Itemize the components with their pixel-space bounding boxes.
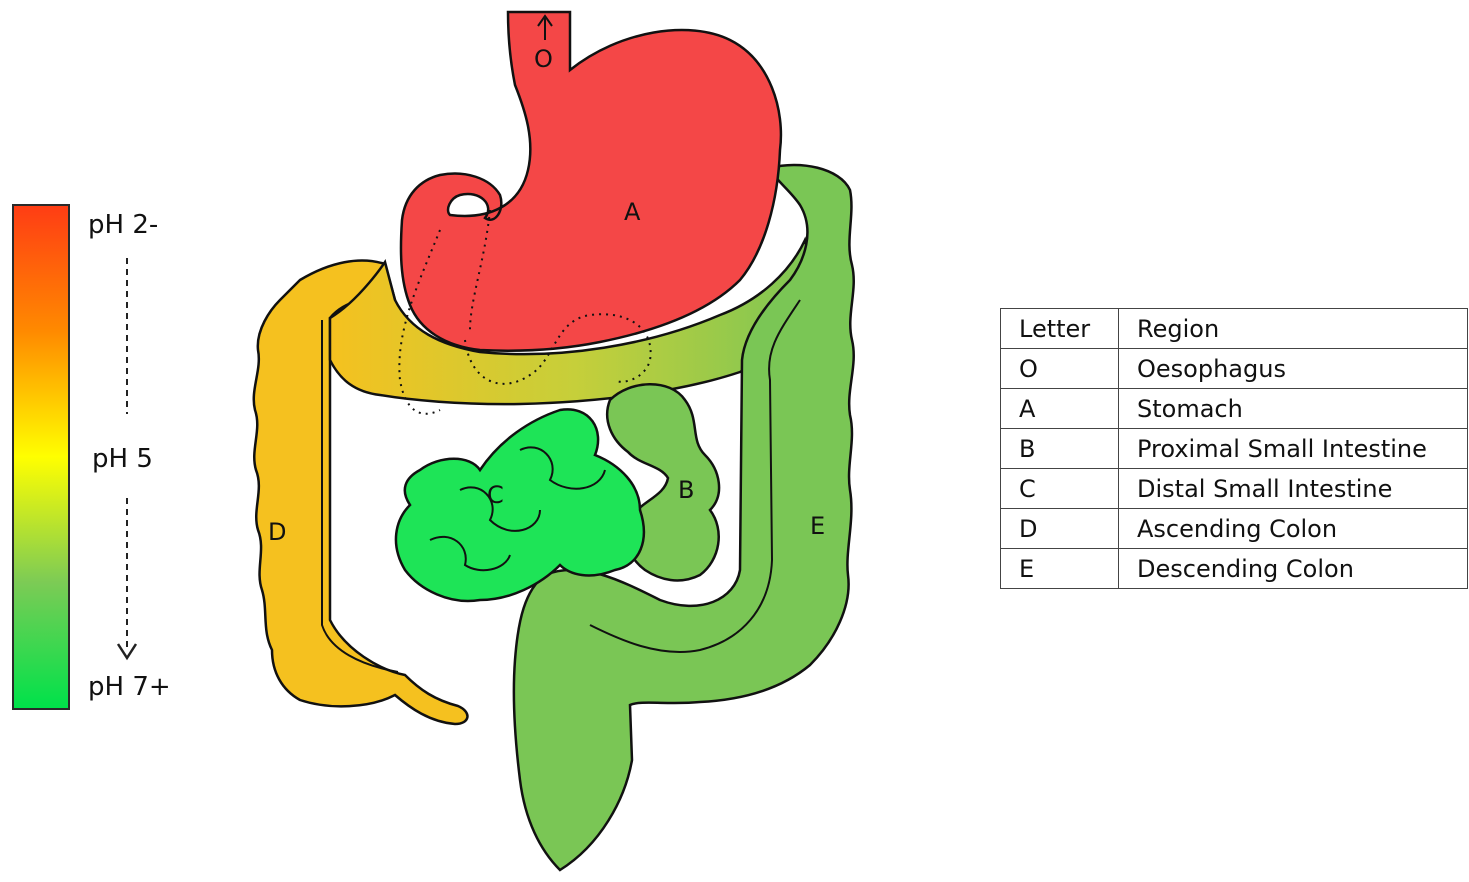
table-row: D Ascending Colon bbox=[1001, 509, 1468, 549]
table-row: C Distal Small Intestine bbox=[1001, 469, 1468, 509]
legend-region-cell: Stomach bbox=[1119, 389, 1468, 429]
region-legend-table: Letter Region O Oesophagus A Stomach B P… bbox=[1000, 308, 1468, 589]
label-letter-c: C bbox=[487, 481, 504, 509]
legend-region-cell: Oesophagus bbox=[1119, 349, 1468, 389]
stomach-shape bbox=[401, 12, 781, 351]
legend-region-cell: Ascending Colon bbox=[1119, 509, 1468, 549]
legend-letter-cell: B bbox=[1001, 429, 1119, 469]
label-letter-e: E bbox=[810, 512, 825, 540]
distal-small-intestine-shape bbox=[396, 409, 644, 601]
legend-letter-cell: E bbox=[1001, 549, 1119, 589]
label-letter-a: A bbox=[624, 198, 641, 226]
legend-letter-cell: O bbox=[1001, 349, 1119, 389]
digestive-tract-diagram: O A B C D E bbox=[0, 0, 1000, 882]
legend-region-cell: Proximal Small Intestine bbox=[1119, 429, 1468, 469]
legend-header-region: Region bbox=[1119, 309, 1468, 349]
table-row: B Proximal Small Intestine bbox=[1001, 429, 1468, 469]
legend-region-cell: Distal Small Intestine bbox=[1119, 469, 1468, 509]
legend-letter-cell: D bbox=[1001, 509, 1119, 549]
label-letter-o: O bbox=[534, 45, 553, 73]
label-letter-d: D bbox=[268, 518, 286, 546]
table-row: A Stomach bbox=[1001, 389, 1468, 429]
legend-letter-cell: A bbox=[1001, 389, 1119, 429]
legend-letter-cell: C bbox=[1001, 469, 1119, 509]
legend-header-row: Letter Region bbox=[1001, 309, 1468, 349]
table-row: E Descending Colon bbox=[1001, 549, 1468, 589]
table-row: O Oesophagus bbox=[1001, 349, 1468, 389]
legend-region-cell: Descending Colon bbox=[1119, 549, 1468, 589]
legend-header-letter: Letter bbox=[1001, 309, 1119, 349]
label-letter-b: B bbox=[678, 476, 694, 504]
